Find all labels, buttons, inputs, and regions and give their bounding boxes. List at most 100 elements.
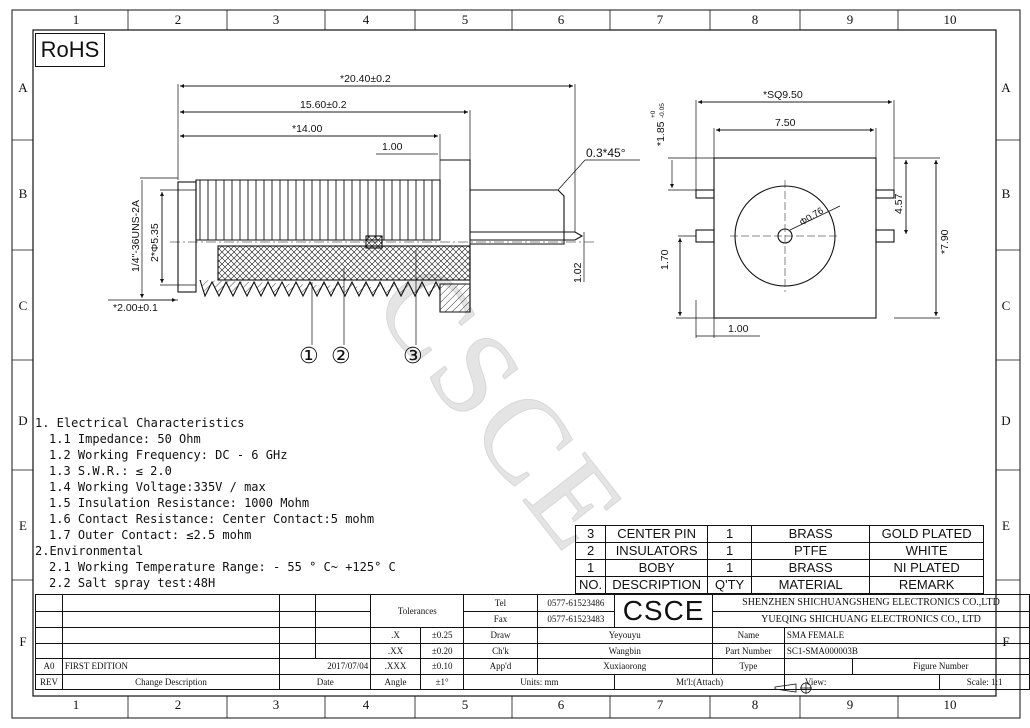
company-name-1: SHENZHEN SHICHUANGSHENG ELECTRONICS CO.,… — [711, 594, 1030, 612]
bom-desc: CENTER PIN — [605, 525, 709, 543]
tol-x-value: ±0.25 — [419, 627, 465, 644]
dim-height: *1.85 — [655, 121, 667, 146]
dim-height-tol-up: +0 — [650, 110, 657, 118]
bom-table: 3 CENTER PIN 1 BRASS GOLD PLATED 2 INSUL… — [574, 525, 985, 594]
dim-length1: 15.60±0.2 — [300, 99, 347, 111]
zone-row-b-right: B — [1001, 186, 1011, 201]
zone-row-c: C — [18, 298, 28, 313]
check-value: Wangbin — [536, 642, 713, 659]
tol-xxx-value: ±0.10 — [419, 658, 465, 675]
dim-full: *7.90 — [939, 229, 951, 254]
zone-col-4-bottom: 4 — [362, 697, 370, 712]
change-description-header: Change Description — [61, 673, 281, 690]
dim-pin: 1.02 — [572, 262, 584, 283]
bom-header-no: NO. — [574, 576, 607, 594]
dim-chamfer: 0.3*45° — [586, 146, 626, 160]
check-label: Ch'k — [463, 642, 538, 659]
figure-number-label: Figure Number — [851, 658, 1030, 675]
dim-thread: 1/4"-36UNS-2A — [130, 200, 142, 272]
body-hatch — [439, 283, 471, 313]
zone-col-6-bottom: 6 — [557, 697, 565, 712]
zone-col-6: 6 — [557, 12, 565, 27]
dim-length2: *14.00 — [292, 123, 323, 135]
approved-value: Xuxiaorong — [536, 658, 713, 675]
bom-remark: GOLD PLATED — [869, 525, 985, 543]
connector-front-view — [695, 157, 895, 319]
zone-ticks — [12, 10, 1020, 718]
zone-col-7-bottom: 7 — [656, 697, 664, 712]
zone-col-5-bottom: 5 — [461, 697, 469, 712]
dim-dia: 2*Φ5.35 — [149, 223, 161, 262]
bom-material: PTFE — [751, 542, 871, 560]
spec-line: 1.7 Outer Contact: ≤2.5 mohm — [49, 528, 252, 542]
bom-qty: 1 — [707, 559, 753, 577]
title-block: Tolerances Tel 0577-61523486 CSCE SHENZH… — [35, 594, 1030, 690]
spec-line: 1.4 Working Voltage:335V / max — [49, 480, 266, 494]
table-row: 3 CENTER PIN 1 BRASS GOLD PLATED — [574, 525, 985, 543]
bom-header-remark: REMARK — [869, 576, 985, 594]
draw-value: Yeyouyu — [536, 627, 713, 644]
bom-no: 3 — [574, 525, 607, 543]
tol-xx: .XX — [370, 642, 421, 659]
zone-row-e-right: E — [1002, 518, 1010, 533]
callout-1: ① — [299, 344, 319, 369]
spec-line: 1.2 Working Frequency: DC - 6 GHz — [49, 448, 288, 462]
table-row: 1 BOBY 1 BRASS NI PLATED — [574, 559, 985, 577]
lower-thread — [199, 279, 441, 298]
tel-label: Tel — [463, 594, 538, 612]
zone-col-8-bottom: 8 — [751, 697, 759, 712]
bom-header-material: MATERIAL — [751, 576, 871, 594]
zone-row-d: D — [18, 413, 28, 428]
bom-no: 1 — [574, 559, 607, 577]
spec-line: 1.6 Contact Resistance: Center Contact:5… — [49, 512, 375, 526]
date-header: Date — [279, 673, 372, 690]
draw-label: Draw — [463, 627, 538, 644]
dim-sq: *SQ9.50 — [763, 89, 803, 101]
company-name-2: YUEQING SHICHUANG ELECTRONICS CO., LTD — [711, 610, 1030, 628]
tel-value: 0577-61523486 — [536, 594, 616, 612]
name-label: Name — [711, 627, 785, 644]
bom-qty: 1 — [707, 525, 753, 543]
bom-qty: 1 — [707, 542, 753, 560]
bom-desc: INSULATORS — [605, 542, 709, 560]
zone-row-d-right: D — [1001, 413, 1011, 428]
tolerances-label: Tolerances — [370, 594, 465, 628]
zone-col-5: 5 — [461, 12, 469, 27]
spec-line: 2.2 Salt spray test:48H — [49, 576, 216, 590]
spec-list: 1. Electrical Characteristics 1.1 Impeda… — [35, 415, 396, 591]
bom-material: BRASS — [751, 525, 871, 543]
name-value: SMA FEMALE — [783, 627, 1030, 644]
callout-2: ② — [331, 344, 351, 369]
spec-line: 1.1 Impedance: 50 Ohm — [49, 432, 201, 446]
bom-header-desc: DESCRIPTION — [605, 576, 709, 594]
zone-col-10-bottom: 10 — [943, 697, 957, 712]
zone-col-3: 3 — [272, 12, 280, 27]
units-label: Units: mm — [463, 673, 616, 690]
zone-col-2-bottom: 2 — [174, 697, 182, 712]
zone-col-1-bottom: 1 — [72, 697, 80, 712]
dims-left — [108, 83, 640, 345]
spec-line: 1.5 Insulation Resistance: 1000 Mohm — [49, 496, 310, 510]
company-logo: CSCE — [614, 594, 713, 628]
fax-label: Fax — [463, 610, 538, 628]
bom-remark: NI PLATED — [869, 559, 985, 577]
rev-date: 2017/07/04 — [279, 658, 372, 675]
zone-col-4: 4 — [362, 12, 370, 27]
zone-col-3-bottom: 3 — [272, 697, 280, 712]
thread-ridges — [199, 180, 433, 240]
part-number-label: Part Number — [711, 642, 785, 659]
zone-row-b: B — [18, 186, 28, 201]
spec-line: 2.Environmental — [35, 544, 144, 558]
bom-remark: WHITE — [869, 542, 985, 560]
inner-frame — [32, 29, 997, 697]
rev-header: REV — [35, 673, 63, 690]
zone-row-a: A — [18, 80, 28, 95]
spec-line: 1.3 S.W.R.: ≤ 2.0 — [49, 464, 172, 478]
dim-inner: 7.50 — [775, 117, 796, 129]
rev-a0: A0 — [35, 658, 63, 675]
dim-side: 4.57 — [893, 193, 905, 214]
dims-right — [668, 99, 940, 338]
zone-col-2: 2 — [174, 12, 182, 27]
zone-row-e: E — [19, 518, 27, 533]
